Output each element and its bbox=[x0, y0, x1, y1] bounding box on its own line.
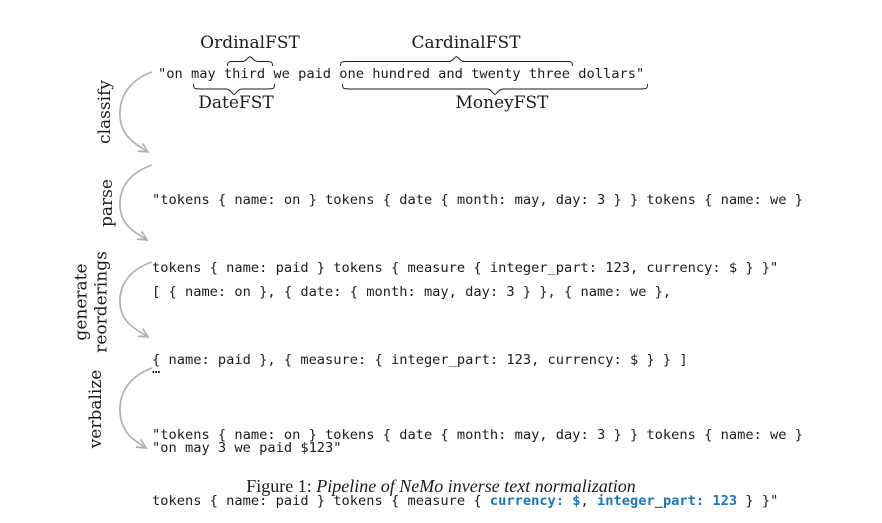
figure-caption: Figure 1: Pipeline of NeMo inverse text … bbox=[246, 476, 635, 497]
generate-label-line1: generate bbox=[71, 263, 92, 341]
reorder-output-block: … "tokens { name: on } tokens { date { m… bbox=[152, 314, 803, 523]
caption-title: Pipeline of NeMo inverse text normalizat… bbox=[316, 476, 636, 496]
cardinal-overbrace bbox=[340, 56, 573, 67]
classify-output-block: "tokens { name: on } tokens { date { mon… bbox=[152, 144, 803, 324]
reorder-line2-highlight-integer: integer_part: 123 bbox=[597, 493, 738, 509]
money-underbrace bbox=[342, 84, 648, 95]
reorder-ellipsis-top: … bbox=[152, 361, 161, 377]
generate-arrow-icon bbox=[119, 261, 153, 338]
classify-output-line2: tokens { name: paid } tokens { measure {… bbox=[152, 259, 779, 276]
date-underbrace bbox=[193, 84, 275, 95]
reorder-line2-suffix: } }" bbox=[737, 493, 779, 509]
classify-arrow-icon bbox=[119, 71, 153, 153]
classify-output-line1: "tokens { name: on } tokens { date { mon… bbox=[152, 192, 804, 208]
step-label-verbalize: verbalize bbox=[86, 369, 107, 449]
reorder-line2-separator: , bbox=[580, 493, 598, 509]
reorder-output-line1: "tokens { name: on } tokens { date { mon… bbox=[152, 427, 804, 443]
caption-prefix: Figure 1: bbox=[246, 476, 317, 496]
ordinal-overbrace bbox=[227, 56, 273, 67]
reorder-output-line2: tokens { name: paid } tokens { measure {… bbox=[152, 490, 803, 512]
parse-output-line1: [ { name: on }, { date: { month: may, da… bbox=[152, 284, 672, 300]
reorder-line2-highlight-currency: currency: $ bbox=[489, 493, 581, 509]
money-fst-label: MoneyFST bbox=[455, 93, 549, 113]
parse-output-line2: { name: paid }, { measure: { integer_par… bbox=[152, 351, 688, 368]
step-label-generate-reorderings: generate reorderings bbox=[71, 251, 111, 353]
parse-arrow-icon bbox=[119, 164, 153, 241]
reorder-line2-prefix: tokens { name: paid } tokens { measure { bbox=[152, 493, 490, 509]
input-sentence: "on may third we paid one hundred and tw… bbox=[158, 66, 645, 82]
date-fst-label: DateFST bbox=[198, 93, 274, 113]
cardinal-fst-label: CardinalFST bbox=[411, 33, 521, 53]
ordinal-fst-label: OrdinalFST bbox=[200, 33, 300, 53]
parse-output-block: [ { name: on }, { date: { month: may, da… bbox=[152, 236, 688, 416]
verbalize-arrow-icon bbox=[119, 367, 153, 449]
verbalize-output: "on may 3 we paid $123" bbox=[152, 440, 342, 456]
